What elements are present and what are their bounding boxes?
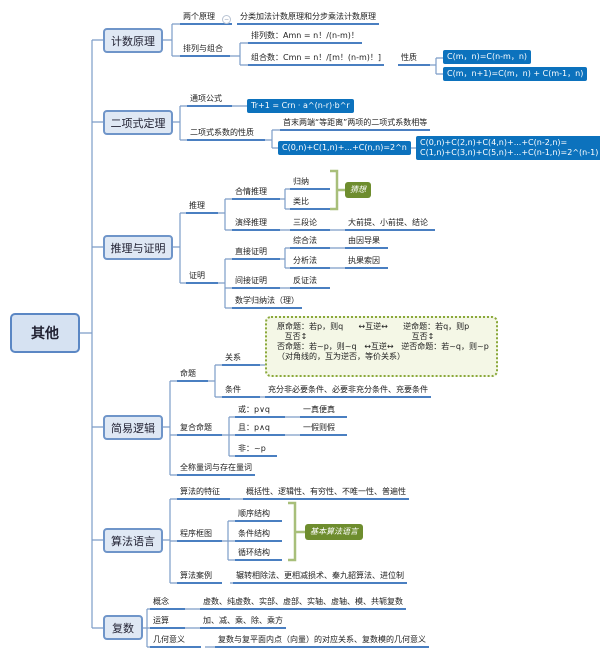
node-syllogism[interactable]: 三段论 — [290, 218, 330, 231]
formula-odd-even[interactable]: C(0,n)+C(2,n)+C(4,n)+...+C(n-2,n)=C(1,n)… — [416, 136, 600, 160]
node-features-desc[interactable]: 概括性、逻辑性、有穷性、不唯一性、普遍性 — [243, 487, 409, 500]
node-combination[interactable]: 组合数：Cmn = n！/[m！(n-m)！] — [248, 53, 385, 66]
node-inference[interactable]: 推理 — [186, 201, 218, 214]
node-and-desc[interactable]: 一假则假 — [300, 423, 347, 436]
formula-line: C(0,n)+C(2,n)+C(4,n)+...+C(n-2,n)= — [420, 138, 568, 147]
summary-basic-algorithm[interactable]: 基本算法语言 — [305, 524, 363, 540]
node-not[interactable]: 非：~p — [235, 444, 277, 457]
formula-sum[interactable]: C(0,n)+C(1,n)+...+C(n,n)=2^n — [278, 141, 411, 155]
node-synthetic-desc[interactable]: 由因导果 — [345, 236, 388, 249]
formula-general-term[interactable]: Tr+1 = Crn · a^(n-r)·b^r — [247, 99, 354, 113]
node-direct[interactable]: 直接证明 — [232, 247, 280, 260]
node-concept-desc[interactable]: 虚数、纯虚数、实部、虚部、实轴、虚轴、模、共轭复数 — [200, 597, 406, 610]
node-sequence[interactable]: 顺序结构 — [235, 509, 282, 522]
node-condition[interactable]: 条件 — [222, 385, 260, 398]
node-flowchart[interactable]: 程序框图 — [177, 529, 222, 542]
node-analogy[interactable]: 类比 — [290, 197, 330, 210]
category-reasoning[interactable]: 推理与证明 — [103, 235, 173, 260]
node-synthetic[interactable]: 综合法 — [290, 236, 330, 249]
node-property[interactable]: 性质 — [398, 53, 430, 66]
node-quantifiers[interactable]: 全称量词与存在量词 — [177, 463, 255, 476]
node-plausible[interactable]: 合情推理 — [232, 187, 280, 200]
category-binomial[interactable]: 二项式定理 — [103, 110, 173, 135]
node-permutation[interactable]: 排列数：Amn = n！/(n-m)！ — [248, 31, 362, 44]
relation-line: 互否↕ 互否↕ — [277, 332, 435, 341]
node-geometry[interactable]: 几何意义 — [150, 635, 201, 648]
node-operations-desc[interactable]: 加、减、乘、除、乘方 — [200, 616, 286, 629]
node-deductive[interactable]: 演绎推理 — [232, 218, 280, 231]
formula-line: C(1,n)+C(3,n)+C(5,n)+...+C(n-1,n)=2^(n-1… — [420, 148, 599, 157]
node-analytic-desc[interactable]: 执果索因 — [345, 256, 388, 269]
relation-box[interactable]: 原命题：若p，则q ↔互逆↔ 逆命题：若q，则p 互否↕ 互否↕ 否命题：若~p… — [265, 316, 498, 377]
node-or-desc[interactable]: 一真便真 — [300, 405, 347, 418]
node-features[interactable]: 算法的特征 — [177, 487, 230, 500]
relation-line: 原命题：若p，则q ↔互逆↔ 逆命题：若q，则p — [277, 322, 470, 331]
relation-line: 否命题：若~p，则~q ↔互逆↔ 逆否命题：若~q，则~p — [277, 342, 489, 351]
node-cases[interactable]: 算法案例 — [177, 571, 222, 584]
node-concept[interactable]: 概念 — [150, 597, 185, 610]
category-counting[interactable]: 计数原理 — [103, 28, 163, 53]
node-condition-desc[interactable]: 充分非必要条件、必要非充分条件、充要条件 — [265, 385, 431, 398]
node-induction[interactable]: 归纳 — [290, 177, 330, 190]
formula-prop1[interactable]: C(m，n)=C(n-m，n) — [443, 50, 532, 64]
node-general-term[interactable]: 通项公式 — [187, 94, 232, 107]
formula-prop2[interactable]: C(m，n+1)=C(m，n) + C(m-1，n) — [443, 67, 588, 81]
node-syllogism-desc[interactable]: 大前提、小前提、结论 — [345, 218, 435, 231]
node-perm-comb[interactable]: 排列与组合 — [180, 44, 230, 57]
node-and[interactable]: 且：p∧q — [235, 423, 285, 436]
relation-line: （对角线的，互为逆否，等价关系） — [277, 352, 405, 361]
category-algorithm[interactable]: 算法语言 — [103, 528, 163, 553]
category-logic[interactable]: 简易逻辑 — [103, 415, 163, 440]
root-node[interactable]: 其他 — [10, 313, 80, 353]
node-geometry-desc[interactable]: 复数与复平面内点（向量）的对应关系、复数模的几何意义 — [215, 635, 429, 648]
collapse-icon[interactable]: − — [222, 15, 231, 24]
node-proof[interactable]: 证明 — [186, 271, 218, 284]
category-complex[interactable]: 复数 — [103, 615, 143, 640]
node-or[interactable]: 或：p∨q — [235, 405, 285, 418]
node-contradiction[interactable]: 反证法 — [290, 276, 330, 289]
node-indirect[interactable]: 间接证明 — [232, 276, 280, 289]
node-equidistant[interactable]: 首末两端“等距离”两项的二项式系数相等 — [280, 118, 431, 131]
node-cases-desc[interactable]: 辗转相除法、更相减损术、秦九韶算法、进位制 — [233, 571, 407, 584]
node-two-principles[interactable]: 两个原理 — [180, 12, 232, 25]
node-operations[interactable]: 运算 — [150, 616, 185, 629]
node-compound[interactable]: 复合命题 — [177, 423, 222, 436]
node-proposition[interactable]: 命题 — [177, 369, 208, 382]
node-analytic[interactable]: 分析法 — [290, 256, 330, 269]
summary-conjecture[interactable]: 猜想 — [345, 182, 371, 198]
node-math-induction[interactable]: 数学归纳法（理） — [232, 296, 302, 309]
node-two-principles-desc[interactable]: 分类加法计数原理和分步乘法计数原理 — [237, 12, 379, 25]
node-coef-property[interactable]: 二项式系数的性质 — [187, 128, 265, 141]
node-loop[interactable]: 循环结构 — [235, 548, 282, 561]
node-conditional[interactable]: 条件结构 — [235, 529, 282, 542]
node-relation[interactable]: 关系 — [222, 353, 260, 366]
